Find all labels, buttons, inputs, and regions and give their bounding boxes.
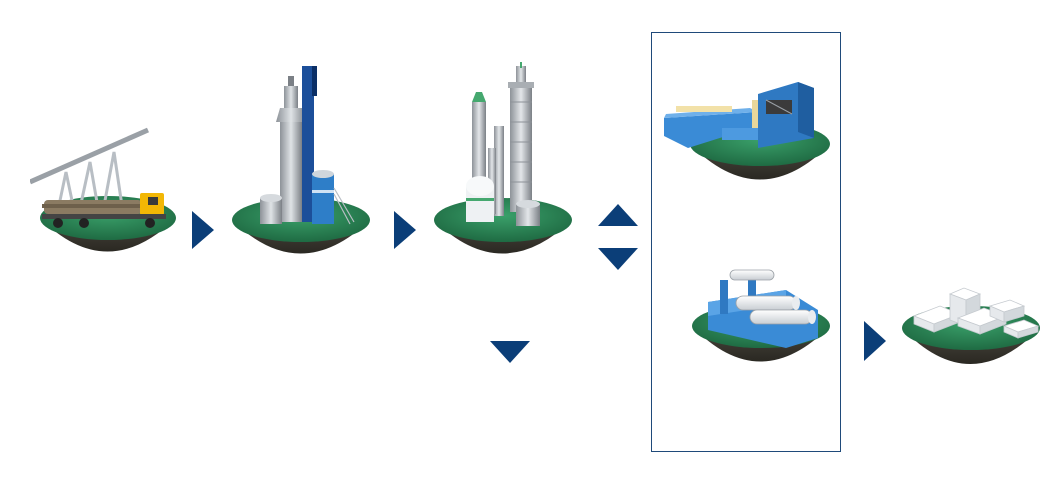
stage-reel-winder — [690, 262, 835, 382]
arrow-down-icon — [598, 248, 638, 270]
paper-machine-icon — [664, 82, 830, 180]
log-truck-crane-icon — [30, 127, 176, 252]
roll-winder-icon — [692, 269, 830, 362]
arrow-right-icon — [394, 211, 416, 249]
bleach-tanks-icon — [434, 62, 572, 254]
stage-finished-paper — [900, 282, 1045, 382]
arrow-down-icon — [490, 341, 530, 363]
arrow-right-icon — [192, 211, 214, 249]
stage-pulp-digester — [228, 62, 378, 272]
arrow-up-icon — [598, 204, 638, 226]
paper-stacks-icon — [902, 287, 1040, 364]
stage-paper-machine — [662, 70, 832, 195]
digester-tower-icon — [232, 66, 370, 254]
arrow-right-icon — [864, 321, 886, 361]
paper-making-group-frame — [651, 32, 841, 452]
stage-bleaching-plant — [430, 62, 580, 272]
stage-wood-delivery — [30, 120, 185, 270]
